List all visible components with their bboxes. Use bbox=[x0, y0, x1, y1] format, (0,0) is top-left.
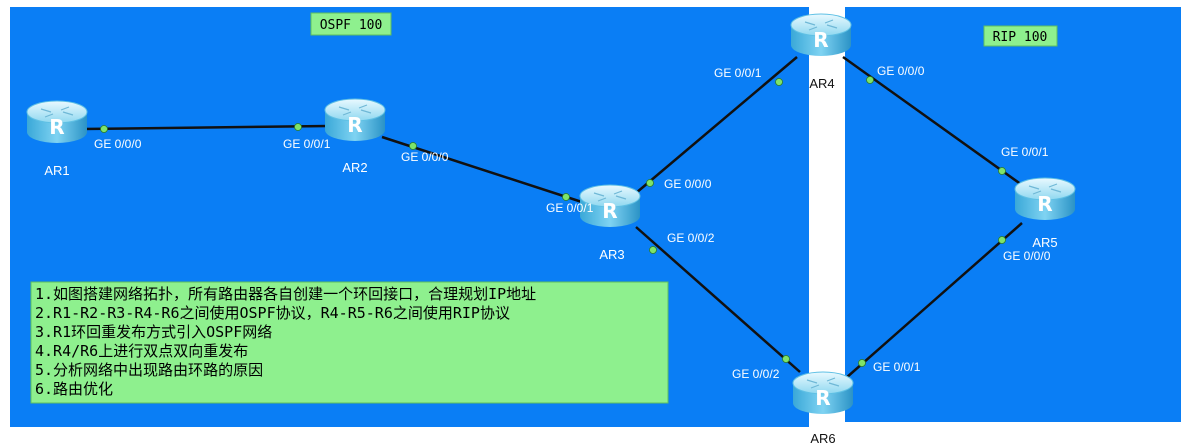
task-item-5: 5.分析网络中出现路由环路的原因 bbox=[35, 361, 263, 379]
router-icon bbox=[26, 100, 88, 144]
router-label-ar2: AR2 bbox=[342, 160, 367, 175]
port-label-ar4-g000: GE 0/0/0 bbox=[877, 64, 925, 78]
router-ar3[interactable]: AR3 bbox=[579, 184, 641, 262]
port-dot-ar5-g001 bbox=[998, 167, 1006, 175]
router-icon bbox=[324, 98, 386, 142]
router-label-ar6: AR6 bbox=[810, 431, 835, 446]
router-ar6[interactable]: AR6 bbox=[792, 371, 854, 446]
router-ar1[interactable]: AR1 bbox=[26, 100, 88, 178]
port-label-ar3-g001: GE 0/0/1 bbox=[546, 201, 594, 215]
port-dot-ar1-g000 bbox=[100, 125, 108, 133]
router-ar2[interactable]: AR2 bbox=[324, 98, 386, 175]
port-dot-ar4-g001 bbox=[775, 78, 783, 86]
port-dot-ar6-g002 bbox=[782, 355, 790, 363]
task-item-1: 1.如图搭建网络拓扑，所有路由器各自创建一个环回接口，合理规划IP地址 bbox=[35, 285, 536, 303]
port-label-ar3-g002: GE 0/0/2 bbox=[667, 231, 715, 245]
router-ar5[interactable]: AR5 bbox=[1014, 177, 1076, 250]
port-label-ar5-g000: GE 0/0/0 bbox=[1003, 249, 1051, 263]
port-label-ar2-g001: GE 0/0/1 bbox=[283, 137, 331, 151]
port-label-ar5-g001: GE 0/0/1 bbox=[1001, 145, 1049, 159]
rip-area-tag: RIP 100 bbox=[983, 25, 1058, 47]
router-ar4[interactable]: AR4 bbox=[790, 13, 852, 91]
link-ar3-ar4[interactable] bbox=[635, 56, 798, 194]
router-label-ar4: AR4 bbox=[809, 76, 834, 91]
port-label-ar6-g001: GE 0/0/1 bbox=[873, 360, 921, 374]
rip-area bbox=[845, 7, 1181, 422]
task-item-4: 4.R4/R6上进行双点双向重发布 bbox=[35, 342, 248, 360]
port-dot-ar6-g001 bbox=[858, 359, 866, 367]
port-label-ar6-g002: GE 0/0/2 bbox=[732, 367, 780, 381]
ospf-area-tag: OSPF 100 bbox=[310, 12, 392, 36]
router-label-ar3: AR3 bbox=[599, 247, 624, 262]
port-dot-ar3-g000 bbox=[646, 179, 654, 187]
port-label-ar3-g000: GE 0/0/0 bbox=[664, 177, 712, 191]
link-ar3-ar6[interactable] bbox=[635, 226, 801, 373]
port-dot-ar2-g000 bbox=[409, 142, 417, 150]
router-label-ar5: AR5 bbox=[1032, 235, 1057, 250]
router-icon bbox=[1014, 177, 1076, 221]
router-icon bbox=[792, 371, 854, 415]
port-dot-ar2-g001 bbox=[294, 123, 302, 131]
port-label-ar2-g000: GE 0/0/0 bbox=[401, 150, 449, 164]
link-ar1-ar2[interactable] bbox=[81, 124, 329, 131]
port-label-ar4-g001: GE 0/0/1 bbox=[714, 66, 762, 80]
task-item-6: 6.路由优化 bbox=[35, 380, 113, 398]
port-dot-ar5-g000 bbox=[998, 236, 1006, 244]
ospf-area-label: OSPF 100 bbox=[320, 18, 383, 33]
port-dot-ar4-g000 bbox=[866, 76, 874, 84]
task-item-3: 3.R1环回重发布方式引入OSPF网络 bbox=[35, 323, 272, 341]
router-icon bbox=[790, 13, 852, 57]
port-label-ar1-g000: GE 0/0/0 bbox=[94, 137, 142, 151]
port-dot-ar3-g002 bbox=[649, 246, 657, 254]
rip-area-label: RIP 100 bbox=[993, 30, 1048, 45]
link-ar6-ar5[interactable] bbox=[845, 222, 1023, 379]
task-list-box: 1.如图搭建网络拓扑，所有路由器各自创建一个环回接口，合理规划IP地址 2.R1… bbox=[30, 281, 669, 404]
router-label-ar1: AR1 bbox=[44, 163, 69, 178]
port-dot-ar3-g001 bbox=[562, 193, 570, 201]
task-item-2: 2.R1-R2-R3-R4-R6之间使用OSPF协议，R4-R5-R6之间使用R… bbox=[35, 304, 510, 322]
